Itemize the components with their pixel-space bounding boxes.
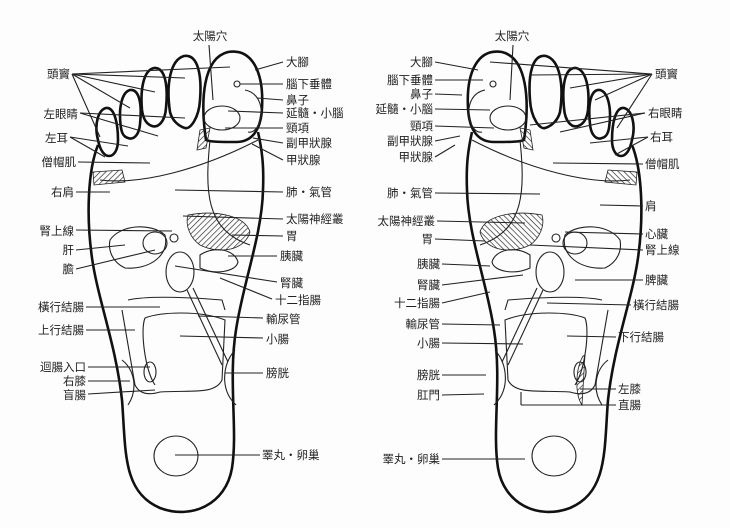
label-nose: 鼻子 (286, 93, 309, 107)
label-ascending-colon: 上行結腸 (38, 323, 84, 337)
label-gonads: 睪丸・卵巢 (262, 448, 320, 462)
label-temple: 太陽穴 (193, 29, 228, 43)
label-small-intestine: 小腸 (266, 332, 289, 346)
label-rectum: 直腸 (618, 398, 641, 412)
label-heart: 心臟 (645, 227, 668, 241)
label-pituitary: 腦下垂體 (387, 73, 433, 87)
label-shoulder: 肩 (645, 199, 657, 213)
label-sinus: 頭竇 (655, 67, 678, 81)
label-ileocecal: 迴腸入口 (40, 360, 86, 374)
label-descending-colon: 下行結腸 (618, 330, 664, 344)
label-pancreas: 胰臟 (417, 257, 440, 271)
label-solar-plexus: 太陽神經叢 (378, 214, 436, 228)
label-liver: 肝 (63, 243, 75, 257)
label-lung-bronchus: 肺・氣管 (286, 185, 332, 199)
right-foot-labels: 太陽穴 大腳 腦下垂體 鼻子 延髓・小腦 頸項 副甲狀腺 (376, 29, 683, 466)
label-sinus: 頭竇 (47, 67, 70, 81)
label-right-knee: 右膝 (63, 374, 86, 388)
label-spleen: 脾臟 (645, 273, 668, 287)
label-pituitary: 腦下垂體 (286, 77, 332, 91)
label-pancreas: 胰臟 (280, 249, 303, 263)
label-lung-bronchus: 肺・氣管 (387, 186, 433, 200)
label-adrenal: 腎上線 (40, 224, 75, 238)
label-left-ear: 左耳 (45, 131, 68, 145)
label-big-brain: 大腳 (410, 55, 433, 69)
label-adrenal: 腎上線 (645, 243, 680, 257)
label-right-eye: 右眼睛 (648, 106, 683, 120)
label-right-ear: 右耳 (650, 130, 673, 144)
left-foot-outline (87, 50, 265, 514)
label-ureter: 輸尿管 (406, 317, 441, 331)
label-bladder: 膀胱 (266, 366, 289, 380)
label-small-intestine: 小腸 (417, 336, 440, 350)
label-temple: 太陽穴 (495, 29, 530, 43)
label-stomach: 胃 (422, 232, 434, 246)
label-neck: 頸項 (286, 121, 309, 135)
label-bladder: 膀胱 (417, 368, 440, 382)
label-stomach: 胃 (286, 229, 298, 243)
label-kidney: 腎臟 (417, 278, 440, 292)
label-parathyroid: 副甲狀腺 (286, 136, 332, 150)
label-medulla-cerebellum: 延髓・小腦 (376, 102, 434, 116)
label-neck: 頸項 (410, 119, 433, 133)
label-trapezius: 僧帽肌 (645, 157, 680, 171)
label-anus: 肛門 (417, 388, 440, 402)
label-duodenum: 十二指腸 (275, 293, 321, 307)
label-kidney: 腎臟 (280, 276, 303, 290)
label-thyroid: 甲狀腺 (399, 150, 434, 164)
label-medulla-cerebellum: 延髓・小腦 (286, 106, 344, 120)
label-transverse-colon: 橫行結腸 (633, 298, 679, 312)
label-duodenum: 十二指腸 (394, 296, 440, 310)
label-transverse-colon: 橫行結腸 (38, 300, 84, 314)
right-foot-outline (465, 50, 643, 514)
label-left-knee: 左膝 (618, 382, 641, 396)
label-nose: 鼻子 (410, 87, 433, 101)
label-solar-plexus: 太陽神經叢 (286, 212, 344, 226)
left-foot-labels: 太陽穴 大腳 腦下垂體 鼻子 延髓・小腦 頸項 副甲狀腺 (38, 29, 344, 462)
label-cecum: 盲腸 (63, 388, 86, 402)
label-left-eye: 左眼睛 (44, 107, 79, 121)
label-gonads: 睪丸・卵巢 (383, 452, 441, 466)
label-thyroid: 甲狀腺 (286, 153, 321, 167)
label-right-shoulder: 右肩 (51, 185, 74, 199)
label-parathyroid: 副甲狀腺 (387, 134, 433, 148)
label-gallbladder: 膽 (63, 262, 75, 276)
label-ureter: 輸尿管 (266, 312, 301, 326)
label-big-brain: 大腳 (286, 55, 309, 69)
label-trapezius: 僧帽肌 (42, 155, 77, 169)
